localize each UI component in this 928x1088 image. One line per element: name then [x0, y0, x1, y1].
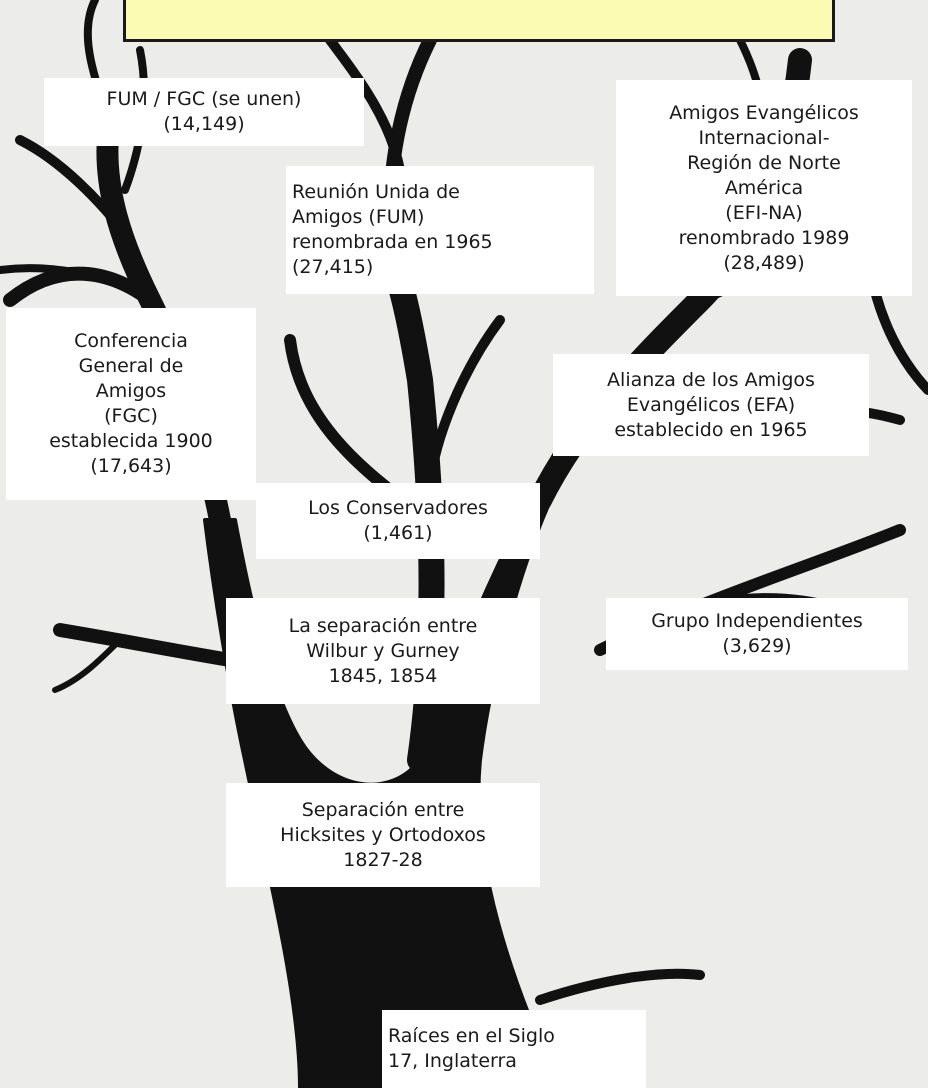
branch-left-top-a — [15, 135, 135, 245]
label-efa: Alianza de los Amigos Evangélicos (EFA) … — [553, 354, 869, 456]
label-independientes: Grupo Independientes (3,629) — [606, 598, 908, 670]
title-banner — [123, 0, 835, 42]
label-raices: Raíces en el Siglo 17, Inglaterra — [382, 1010, 646, 1088]
label-conservadores: Los Conservadores (1,461) — [256, 483, 540, 559]
label-fgc: Conferencia General de Amigos (FGC) esta… — [6, 308, 256, 500]
branch-left-far — [0, 264, 124, 289]
branch-center-top — [325, 35, 405, 175]
label-hicksites: Separación entre Hicksites y Ortodoxos 1… — [226, 783, 540, 887]
label-fum-fgc: FUM / FGC (se unen) (14,149) — [44, 78, 364, 146]
branch-root-right — [535, 968, 705, 1005]
branch-center-mid — [425, 315, 505, 485]
label-fum: Reunión Unida de Amigos (FUM) renombrada… — [286, 166, 594, 294]
label-efi-na: Amigos Evangélicos Internacional- Región… — [616, 80, 912, 296]
branch-left-lower — [53, 623, 237, 667]
label-wilbur-gurney: La separación entre Wilbur y Gurney 1845… — [226, 598, 540, 704]
branch-left-lower-b — [52, 637, 123, 693]
